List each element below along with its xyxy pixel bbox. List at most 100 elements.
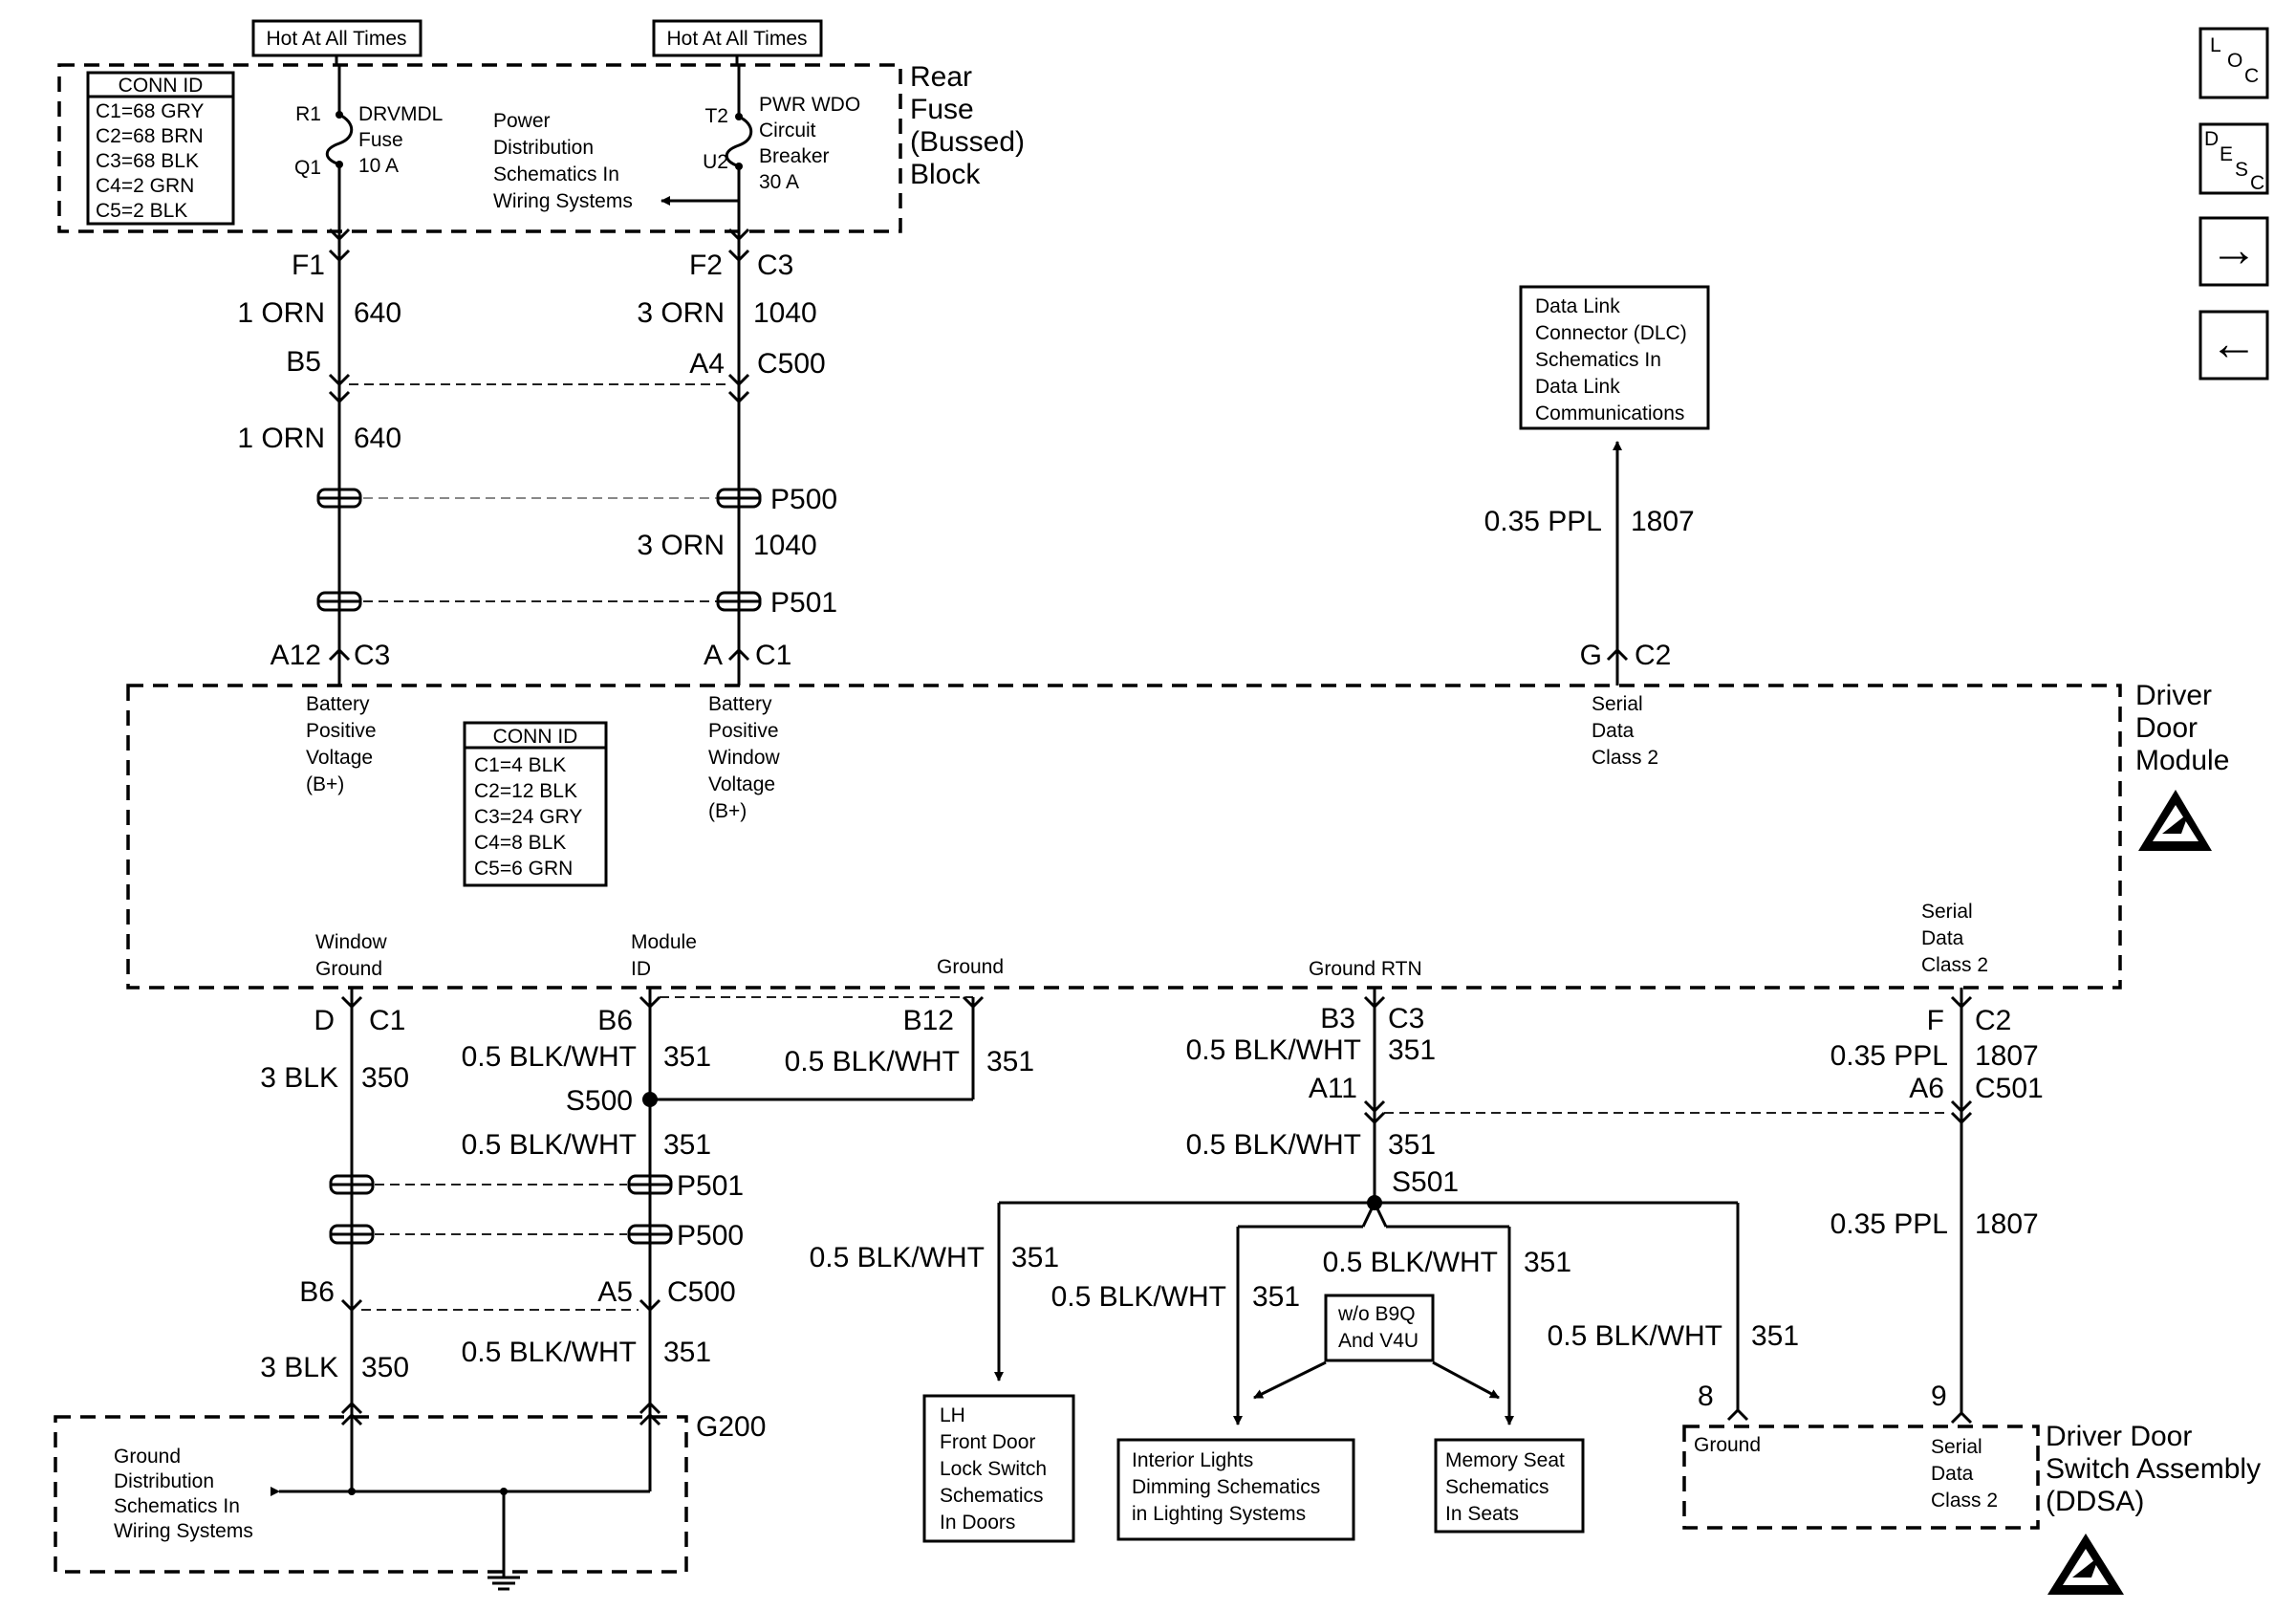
svg-text:Breaker: Breaker [759, 145, 830, 167]
desc-button[interactable]: D E S C [2199, 122, 2269, 195]
svg-text:1040: 1040 [753, 297, 817, 329]
svg-text:(B+): (B+) [708, 800, 747, 822]
pin-label-serial-data-top: Serial Data Class 2 [1592, 693, 1658, 769]
svg-text:PWR WDO: PWR WDO [759, 94, 860, 116]
g200-ground-box [54, 1415, 688, 1574]
svg-text:1807: 1807 [1631, 506, 1695, 537]
svg-text:Q1: Q1 [294, 157, 321, 179]
svg-text:351: 351 [1751, 1320, 1799, 1352]
svg-text:Rear: Rear [910, 61, 972, 93]
svg-text:C500: C500 [667, 1276, 736, 1308]
svg-text:Class 2: Class 2 [1921, 954, 1988, 976]
branch-labels: 0.5 BLK/WHT 351 0.5 BLK/WHT 351 0.5 BLK/… [810, 1242, 1799, 1352]
svg-text:Schematics: Schematics [1445, 1476, 1549, 1498]
svg-text:640: 640 [354, 297, 401, 329]
prev-arrow-button[interactable]: ← [2199, 310, 2269, 381]
svg-text:A6: A6 [1909, 1073, 1944, 1104]
svg-text:Data Link: Data Link [1535, 376, 1620, 398]
pin-label-ground: Ground [937, 956, 1004, 978]
svg-text:O: O [2227, 50, 2242, 72]
next-arrow-button[interactable]: → [2199, 216, 2269, 287]
svg-text:Hot At All Times: Hot At All Times [266, 28, 406, 50]
svg-text:0.5 BLK/WHT: 0.5 BLK/WHT [1186, 1129, 1361, 1161]
svg-text:0.5 BLK/WHT: 0.5 BLK/WHT [1186, 1034, 1361, 1066]
svg-text:Serial: Serial [1921, 901, 1973, 923]
svg-text:30 A: 30 A [759, 171, 799, 193]
svg-text:C3: C3 [354, 640, 390, 671]
svg-text:10 A: 10 A [358, 155, 399, 177]
svg-text:Voltage: Voltage [708, 773, 775, 795]
svg-text:351: 351 [1524, 1247, 1571, 1278]
svg-text:C5=6 GRN: C5=6 GRN [474, 858, 573, 880]
svg-text:Distribution: Distribution [493, 137, 594, 159]
ground-distribution-ref: Ground Distribution Schematics In Wiring… [114, 1446, 253, 1542]
pin-label-ground-rtn: Ground RTN [1309, 958, 1422, 980]
option-box-w-o-b9q: w/o B9Q And V4U [1253, 1294, 1500, 1400]
svg-text:A4: A4 [689, 348, 725, 380]
svg-text:C501: C501 [1975, 1073, 2044, 1104]
inline-connector-p501-lower-left [329, 1174, 375, 1195]
loc-button[interactable]: L O C [2199, 27, 2269, 99]
driver-door-module-title: Driver Door Module [2135, 680, 2229, 776]
svg-text:351: 351 [986, 1046, 1034, 1077]
power-distribution-ref: Power Distribution Schematics In Wiring … [493, 110, 739, 212]
pin-label-battery-positive: Battery Positive Voltage (B+) [306, 693, 377, 795]
svg-text:C2=12 BLK: C2=12 BLK [474, 780, 577, 802]
svg-text:C2: C2 [1975, 1005, 2011, 1036]
wire-1040-column: F2 C3 3 ORN 1040 A4 C500 P500 3 ORN 1040… [637, 228, 837, 685]
rear-fuse-block-outline [57, 63, 902, 233]
svg-text:R1: R1 [295, 103, 321, 125]
svg-text:CONN ID: CONN ID [493, 726, 578, 748]
svg-text:0.5 BLK/WHT: 0.5 BLK/WHT [810, 1242, 985, 1273]
svg-text:0.5 BLK/WHT: 0.5 BLK/WHT [1323, 1247, 1498, 1278]
inline-connector-p500-right [716, 488, 762, 509]
svg-text:Window: Window [708, 747, 781, 769]
svg-text:351: 351 [663, 1041, 711, 1073]
svg-text:B6: B6 [597, 1005, 633, 1036]
svg-text:B5: B5 [286, 346, 321, 378]
svg-text:351: 351 [1252, 1281, 1300, 1313]
svg-text:S501: S501 [1392, 1166, 1459, 1198]
svg-text:Schematics: Schematics [940, 1485, 1044, 1507]
ddsa-ground-label: Ground [1694, 1434, 1761, 1456]
svg-text:C4=2 GRN: C4=2 GRN [96, 175, 194, 197]
svg-text:Serial: Serial [1931, 1436, 1982, 1458]
s501-branches [994, 1201, 1749, 1425]
svg-text:A12: A12 [271, 640, 321, 671]
svg-text:Voltage: Voltage [306, 747, 373, 769]
g200-ground-network [271, 1487, 650, 1591]
svg-text:Wiring Systems: Wiring Systems [114, 1520, 253, 1542]
ddsa-pin-9: 9 [1931, 1381, 1947, 1412]
svg-text:0.5 BLK/WHT: 0.5 BLK/WHT [1548, 1320, 1722, 1352]
svg-text:S: S [2235, 159, 2248, 181]
pwr-wdo-circuit-breaker: T2 U2 PWR WDO Circuit Breaker 30 A [703, 65, 860, 229]
svg-text:Module: Module [2135, 745, 2229, 776]
rear-fuse-block-title: Rear Fuse (Bussed) Block [910, 61, 1025, 190]
svg-text:3 BLK: 3 BLK [260, 1062, 338, 1094]
svg-text:P500: P500 [677, 1220, 744, 1251]
svg-text:(Bussed): (Bussed) [910, 126, 1025, 158]
svg-text:640: 640 [354, 423, 401, 454]
svg-text:0.5 BLK/WHT: 0.5 BLK/WHT [462, 1337, 637, 1368]
svg-text:0.35 PPL: 0.35 PPL [1484, 506, 1602, 537]
svg-text:LH: LH [940, 1404, 965, 1426]
svg-text:G200: G200 [696, 1411, 766, 1443]
svg-text:Class 2: Class 2 [1931, 1490, 1998, 1512]
svg-text:S500: S500 [566, 1085, 633, 1117]
svg-text:351: 351 [1388, 1034, 1436, 1066]
svg-text:F1: F1 [292, 250, 325, 281]
svg-text:C1=4 BLK: C1=4 BLK [474, 754, 566, 776]
svg-text:T2: T2 [704, 105, 728, 127]
svg-text:1 ORN: 1 ORN [237, 423, 325, 454]
svg-text:w/o B9Q: w/o B9Q [1337, 1303, 1416, 1325]
svg-text:0.5 BLK/WHT: 0.5 BLK/WHT [1051, 1281, 1226, 1313]
right-arrow-icon: → [2210, 223, 2258, 276]
svg-text:3 ORN: 3 ORN [637, 297, 725, 329]
ddsa-pin-8: 8 [1698, 1381, 1714, 1412]
svg-text:350: 350 [361, 1352, 409, 1383]
inline-connector-p500-left [316, 488, 362, 509]
svg-text:Interior Lights: Interior Lights [1132, 1449, 1253, 1471]
inline-connector-p501-lower-right [627, 1174, 673, 1195]
svg-text:C1=68 GRY: C1=68 GRY [96, 100, 204, 122]
svg-text:Schematics In: Schematics In [1535, 349, 1661, 371]
